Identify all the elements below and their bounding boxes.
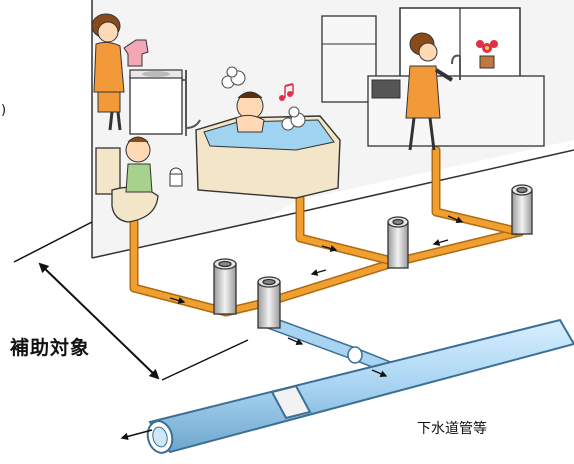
- bath-area: [185, 66, 341, 199]
- sewer-label: 下水道管等: [417, 421, 487, 437]
- inspection-cups: [213, 184, 533, 329]
- scope-indicator: [13, 221, 249, 381]
- laundry-area: [91, 13, 187, 136]
- inspection-cup: [387, 216, 409, 269]
- toilet-area: [95, 136, 183, 223]
- refrigerator: [321, 15, 377, 103]
- kitchen-counter: [367, 75, 545, 147]
- kitchen-area: [321, 15, 545, 151]
- arrow-icon: [310, 269, 327, 276]
- inspection-cup: [511, 184, 533, 235]
- edge-paren: ): [1, 103, 7, 118]
- arrow-icon: [432, 239, 449, 246]
- scope-label: 補助対象: [10, 337, 91, 359]
- arrow-icon: [321, 245, 338, 252]
- sewer-main-pipe: [120, 318, 574, 454]
- arrow-icon: [287, 337, 304, 346]
- flower-icon: [476, 40, 498, 69]
- flow-arrows: [169, 215, 464, 378]
- steam-icon: [221, 66, 306, 131]
- person-head: [97, 21, 119, 43]
- arrow-icon: [447, 215, 464, 224]
- inspection-cup: [257, 276, 281, 329]
- person-head: [418, 42, 438, 62]
- double-arrow-icon: [38, 262, 160, 380]
- inspection-cup: [213, 258, 237, 315]
- music-note-icon: [279, 83, 294, 101]
- arrow-icon: [169, 297, 186, 304]
- toilet-tank: [95, 147, 121, 195]
- washing-machine: [129, 75, 183, 135]
- arrow-icon: [371, 369, 388, 378]
